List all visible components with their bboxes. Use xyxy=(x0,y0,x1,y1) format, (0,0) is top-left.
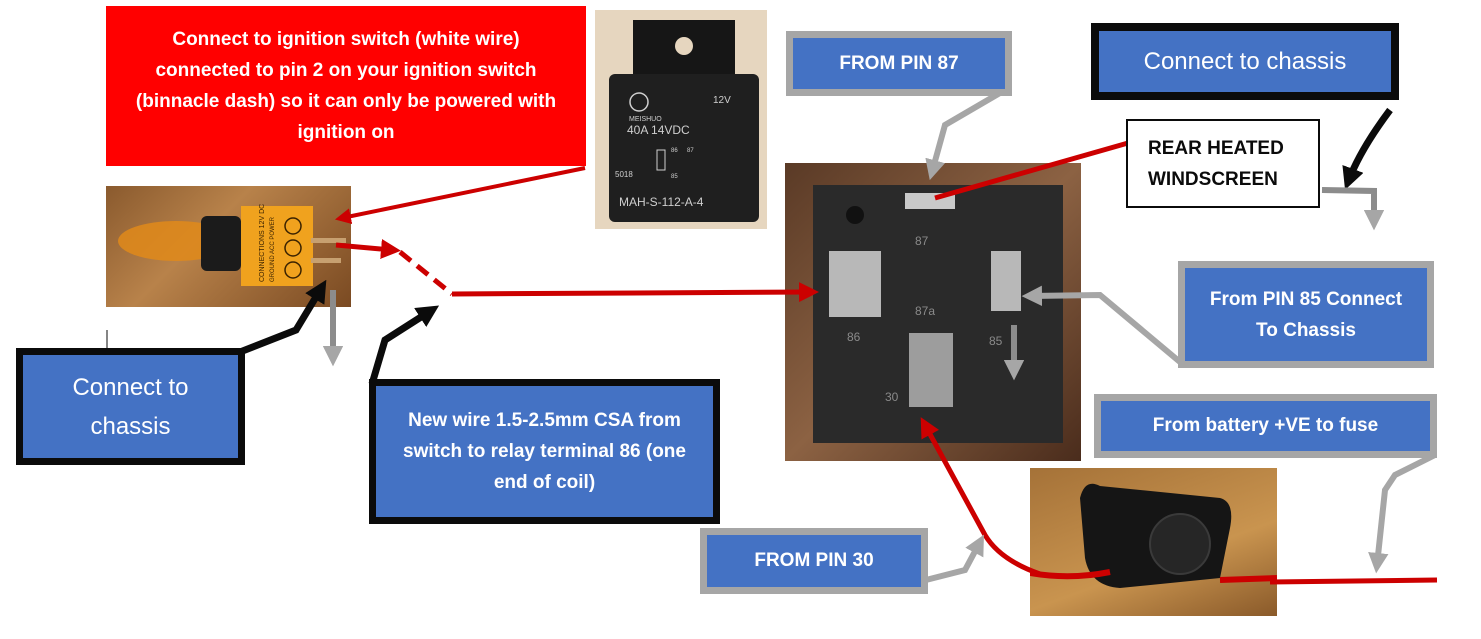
fuse-holder-photo xyxy=(1030,468,1277,616)
relay-pin-85-label: 85 xyxy=(989,334,1003,348)
from-pin-30-text: FROM PIN 30 xyxy=(754,550,874,571)
ignition-note-box: Connect to ignition switch (white wire) … xyxy=(106,6,586,166)
terminal-30 xyxy=(909,333,953,407)
relay-voltage: 12V xyxy=(713,95,731,106)
relay-pin-30-label: 30 xyxy=(885,390,899,404)
dashed-wire xyxy=(398,250,454,296)
relay-pin-86-label: 86 xyxy=(847,330,861,344)
from-pin-85-text: From PIN 85 Connect To Chassis xyxy=(1209,288,1403,341)
relay-pin-85: 85 xyxy=(671,174,678,180)
ignition-note-text: Connect to ignition switch (white wire) … xyxy=(135,29,557,143)
rear-screen-ground-arrow xyxy=(1321,187,1385,231)
connect-chassis-top-text: Connect to chassis xyxy=(1143,47,1347,75)
relay-underside-illustration: 87 86 85 87a 30 xyxy=(813,185,1063,443)
from-pin-85-box: From PIN 85 Connect To Chassis xyxy=(1178,261,1434,368)
toggle-switch-illustration: CONNECTIONS 12V DC GROUND ACC POWER xyxy=(118,204,346,286)
switch-nut xyxy=(201,216,241,271)
relay-code: 5018 xyxy=(615,170,633,179)
from-pin-30-box: FROM PIN 30 xyxy=(700,528,928,594)
rear-heated-windscreen-text: REAR HEATED WINDSCREEN xyxy=(1148,137,1284,190)
ignition-feed-arrow xyxy=(334,166,586,225)
relay-rating: 40A 14VDC xyxy=(627,123,690,137)
connect-chassis-left-box: Connect to chassis xyxy=(16,348,245,465)
relay-top-photo: MEISHUO 12V 40A 14VDC 5018 86 87 85 MAH-… xyxy=(595,10,767,229)
chassis-top-arrow xyxy=(1342,107,1393,190)
relay-pin-86: 86 xyxy=(671,148,678,154)
switch-body xyxy=(241,206,313,286)
switch-terminal xyxy=(311,258,341,263)
relay-86-wire xyxy=(451,282,819,303)
acc-symbol-icon xyxy=(284,239,302,257)
new-wire-note-box: New wire 1.5-2.5mm CSA from switch to re… xyxy=(369,379,720,524)
from-battery-box: From battery +VE to fuse xyxy=(1094,394,1437,458)
pin-87-arrow xyxy=(925,87,1007,181)
relay-underside-photo: 87 86 85 87a 30 xyxy=(785,163,1081,461)
relay-pin-87: 87 xyxy=(687,148,694,154)
terminal-86 xyxy=(829,251,881,317)
relay-pin-87a-label: 87a xyxy=(915,304,935,318)
terminal-85 xyxy=(991,251,1021,311)
connect-chassis-left-text: Connect to chassis xyxy=(72,373,189,440)
brand-logo-icon xyxy=(629,92,649,112)
ground-symbol-icon xyxy=(284,261,302,279)
from-pin-87-text: FROM PIN 87 xyxy=(839,52,959,74)
relay-model: MAH-S-112-A-4 xyxy=(619,195,704,209)
battery-wire xyxy=(1269,577,1438,585)
relay-pin-87-label: 87 xyxy=(915,234,929,248)
rear-heated-windscreen-box: REAR HEATED WINDSCREEN xyxy=(1126,119,1320,208)
connect-chassis-top-box: Connect to chassis xyxy=(1091,23,1399,100)
new-wire-note-text: New wire 1.5-2.5mm CSA from switch to re… xyxy=(403,410,686,493)
plus-symbol-icon xyxy=(284,217,302,235)
fuse-holder-illustration xyxy=(1030,483,1277,588)
fuse-cap xyxy=(1149,513,1211,575)
new-wire-arrow xyxy=(368,305,440,385)
from-battery-text: From battery +VE to fuse xyxy=(1152,415,1379,436)
terminal-87 xyxy=(905,193,955,209)
relay-brand: MEISHUO xyxy=(629,116,662,123)
switch-label-line1: CONNECTIONS 12V DC xyxy=(259,204,266,282)
coil-symbol-icon xyxy=(656,149,666,171)
relay-top-illustration: MEISHUO 12V 40A 14VDC 5018 86 87 85 MAH-… xyxy=(609,20,759,222)
battery-arrow xyxy=(1368,452,1437,574)
from-pin-87-box: FROM PIN 87 xyxy=(786,31,1012,96)
switch-label-line2: GROUND ACC POWER xyxy=(270,216,276,282)
relay-body xyxy=(609,74,759,222)
toggle-switch-photo: CONNECTIONS 12V DC GROUND ACC POWER xyxy=(106,186,351,307)
switch-terminal xyxy=(311,238,346,243)
